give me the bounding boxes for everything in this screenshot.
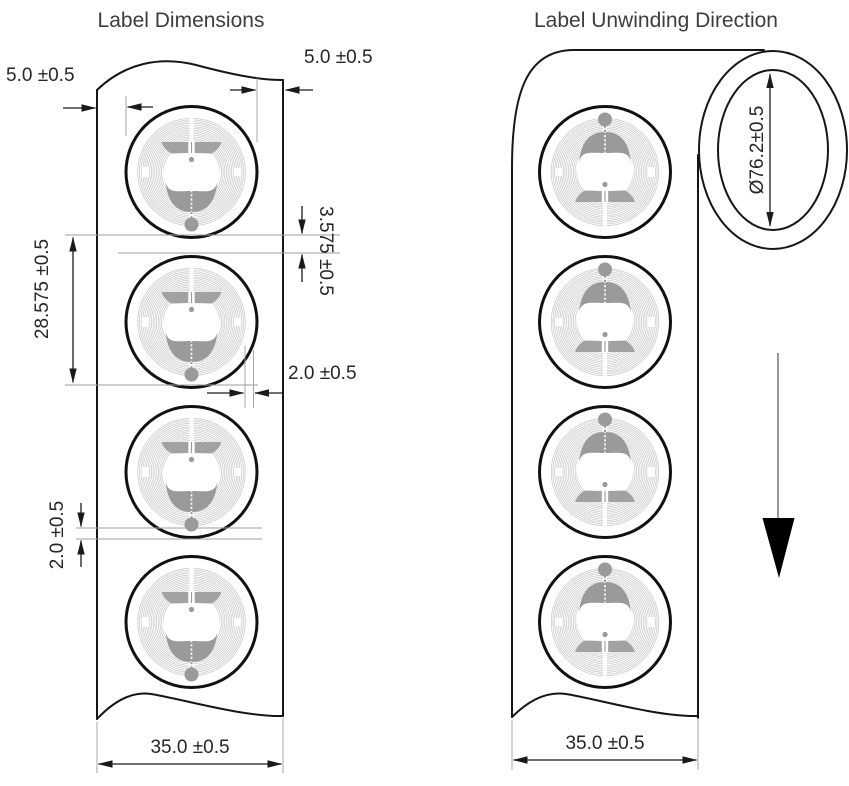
dim-edge-margin-right: 5.0 ±0.5 (230, 47, 373, 142)
label-roll: Ø76.2±0.5 (698, 50, 848, 250)
strip-top-wave-edge (96, 60, 284, 91)
web-width-right-value: 35.0 ±0.5 (565, 733, 644, 754)
label-gap-value: 3.575 ±0.5 (315, 206, 336, 296)
strip-bottom-wave-edge (96, 692, 284, 720)
inlay-bottom-margin-value: 2.0 ±0.5 (47, 501, 68, 570)
nfc-label (124, 405, 259, 539)
right-diagram-title: Label Unwinding Direction (534, 9, 778, 32)
nfc-label (538, 405, 672, 539)
nfc-label (538, 105, 672, 239)
label-dimensions-diagram: Label Dimensions 5.0 ±0.5 5.0 ±0.5 (6, 9, 373, 773)
dim-inlay-side-margin: 2.0 ±0.5 (207, 346, 357, 408)
unwinding-direction-arrow (762, 353, 795, 578)
edge-margin-right-value: 5.0 ±0.5 (304, 47, 373, 68)
roll-diameter-value: Ø76.2±0.5 (747, 106, 768, 195)
left-diagram-title: Label Dimensions (98, 9, 265, 32)
dim-edge-margin-left: 5.0 ±0.5 (6, 65, 153, 136)
right-label-strip (511, 49, 765, 719)
dim-web-width-right: 35.0 ±0.5 (511, 718, 699, 770)
nfc-label (124, 255, 259, 389)
arrow-head (762, 518, 795, 578)
dim-roll-diameter: Ø76.2±0.5 (747, 73, 774, 227)
nfc-label (124, 555, 259, 689)
strip-left-edge-and-top (511, 49, 765, 701)
label-unwinding-diagram: Label Unwinding Direction Ø76.2±0.5 (511, 9, 848, 770)
inlay-side-margin-value: 2.0 ±0.5 (288, 363, 357, 384)
nfc-label (538, 255, 672, 389)
strip-bottom-wave-edge (511, 692, 699, 718)
dim-web-width-left: 35.0 ±0.5 (96, 718, 284, 773)
nfc-label (124, 105, 259, 239)
left-label-strip (96, 60, 284, 720)
nfc-label (538, 555, 672, 689)
web-width-left-value: 35.0 ±0.5 (150, 737, 229, 758)
dim-label-gap: 3.575 ±0.5 (118, 206, 340, 296)
dim-label-pitch: 28.575 ±0.5 (32, 234, 340, 386)
edge-margin-left-value: 5.0 ±0.5 (6, 65, 75, 86)
dim-inlay-bottom-margin: 2.0 ±0.5 (47, 501, 262, 570)
roll-core (717, 69, 829, 231)
label-pitch-value: 28.575 ±0.5 (32, 239, 53, 339)
